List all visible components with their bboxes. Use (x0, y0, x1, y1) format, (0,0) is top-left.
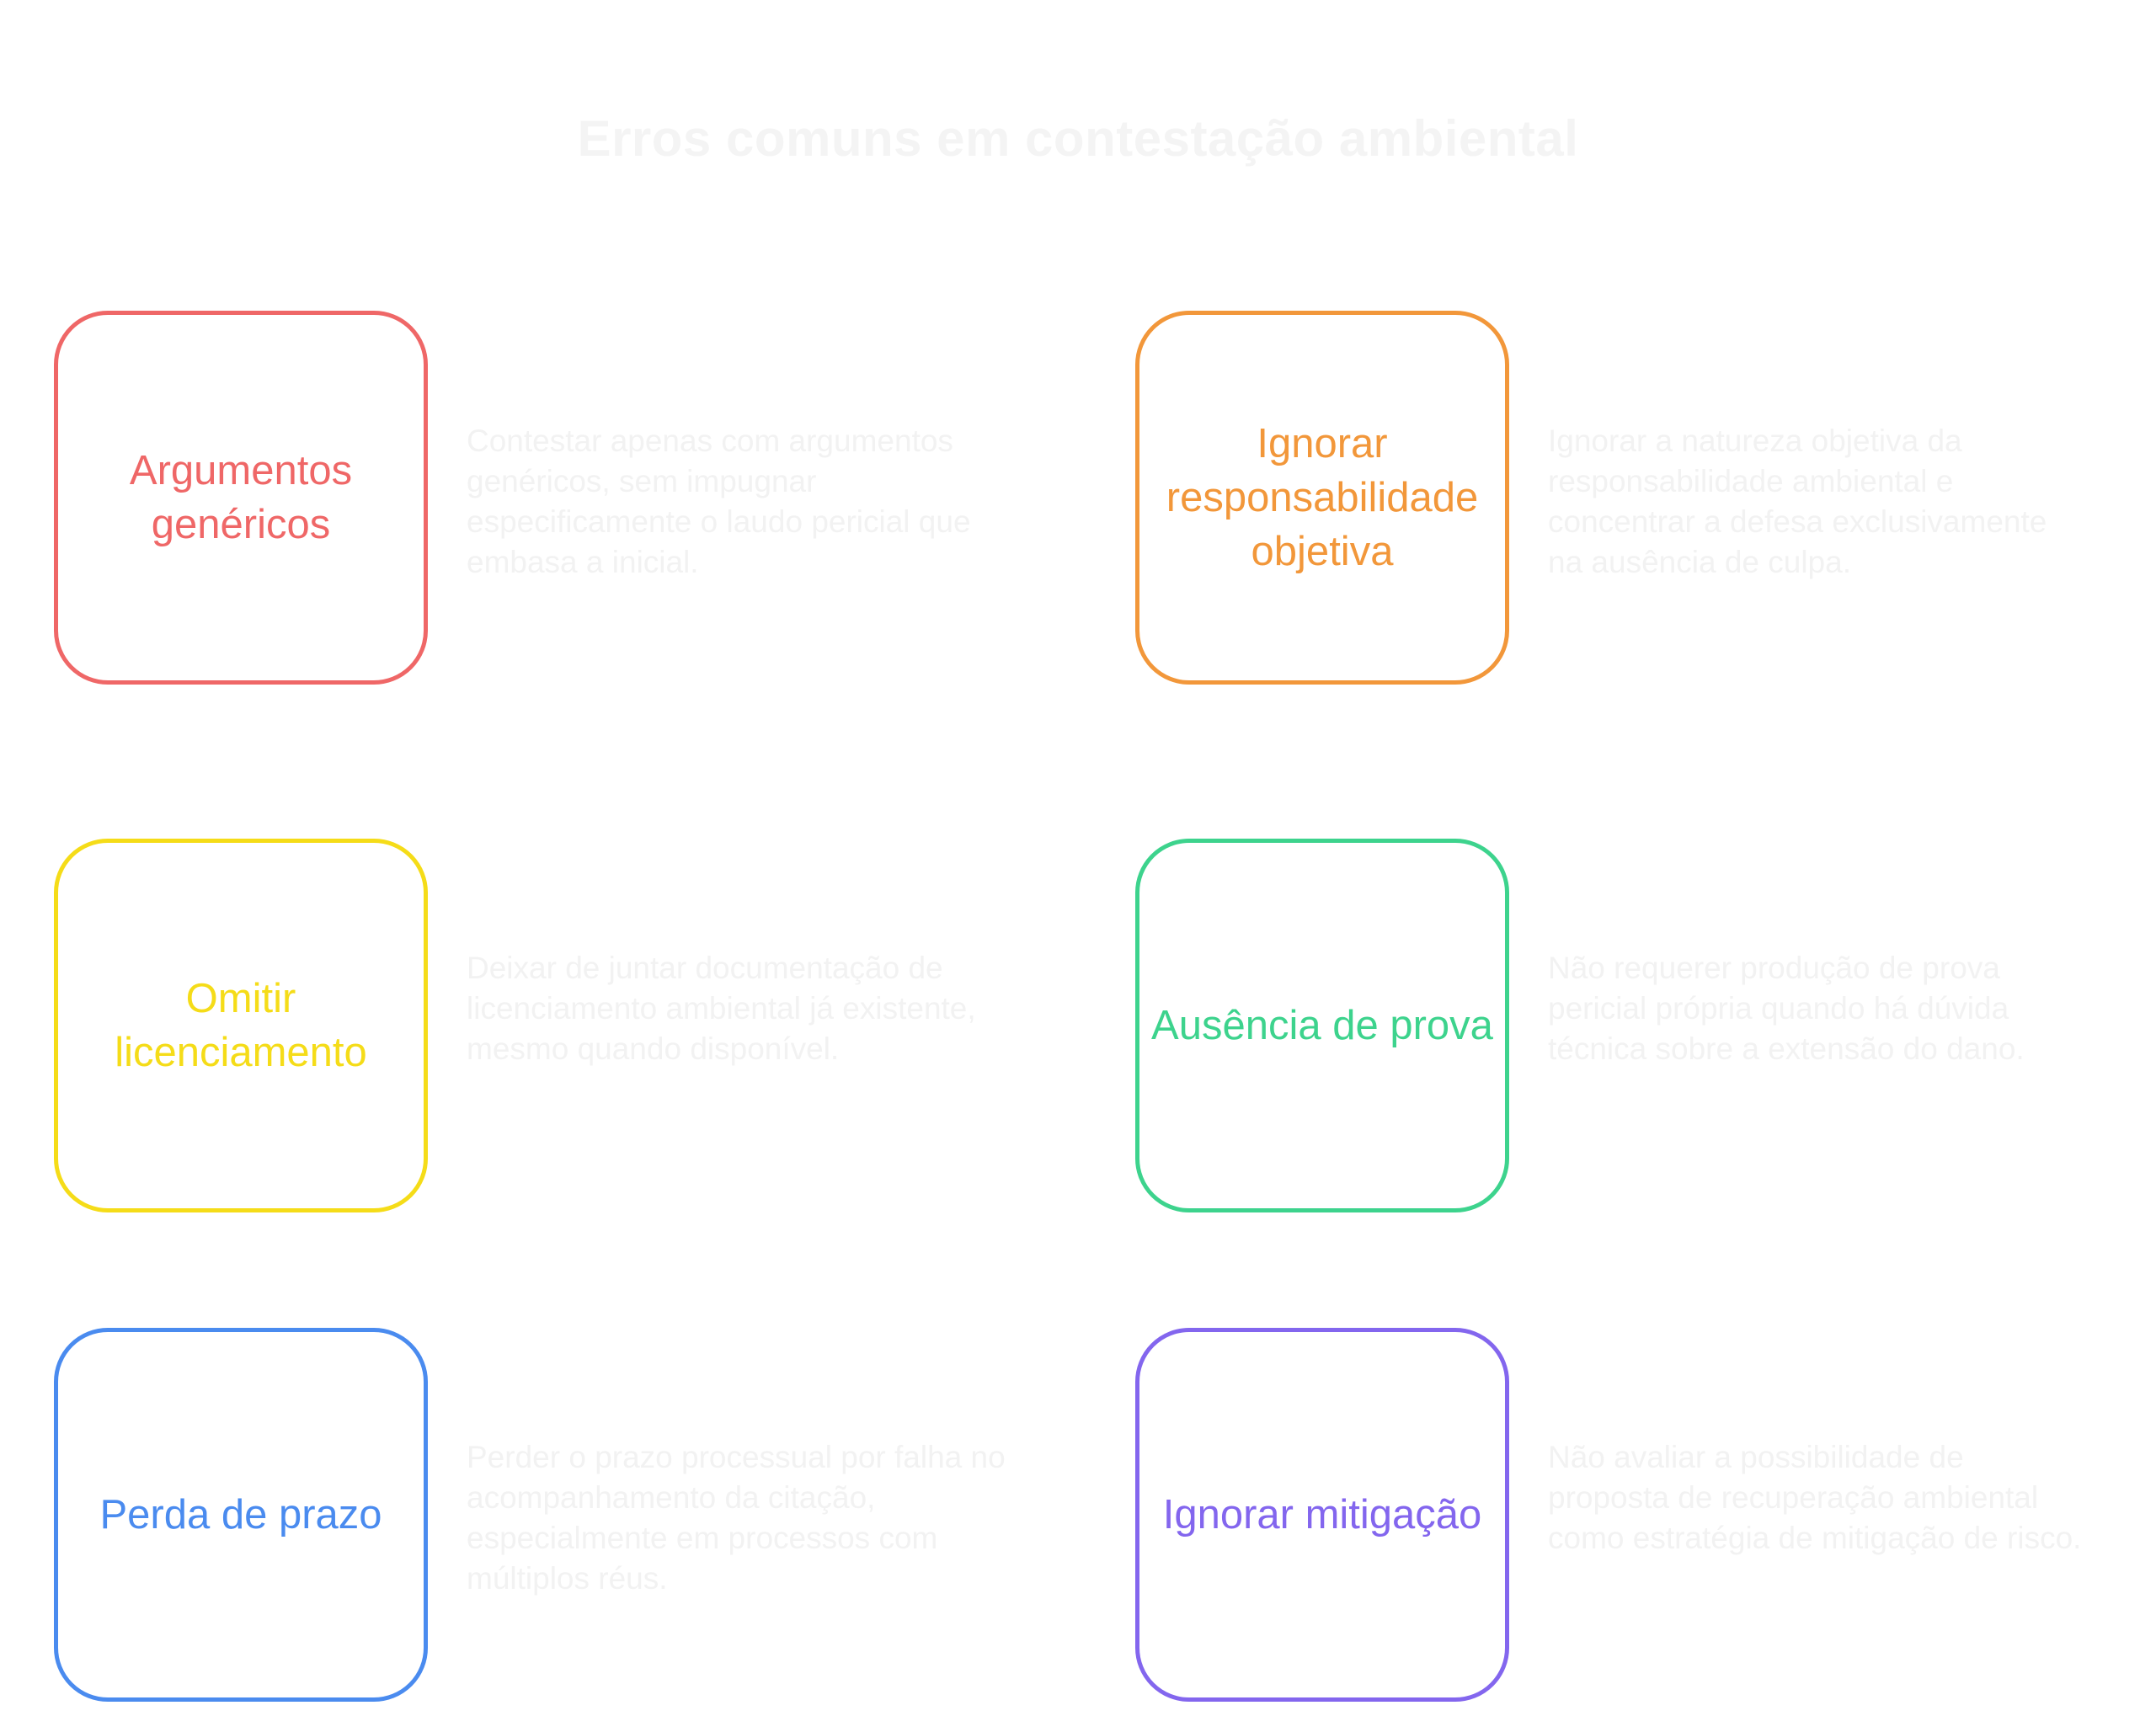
item-description: Deixar de juntar documentação de licenci… (467, 951, 976, 1066)
item-label: Omitir licenciamento (115, 976, 367, 1075)
item-description: Ignorar a natureza objetiva da responsab… (1548, 424, 2047, 579)
item-description: Perder o prazo processual por falha no a… (467, 1440, 1006, 1596)
item-description: Contestar apenas com argumentos genérico… (467, 424, 971, 579)
item-label: Perda de prazo (99, 1492, 382, 1537)
item-box: Ignorar responsabilidade objetiva (1135, 311, 1509, 685)
item-box: Omitir licenciamento (54, 839, 428, 1212)
diagram-title: Erros comuns em contestação ambiental (577, 110, 1579, 167)
item-box: Ausência de prova (1135, 839, 1509, 1212)
item-label: Argumentos genéricos (129, 448, 353, 547)
item-label: Ignorar mitigação (1162, 1492, 1482, 1537)
item-description: Não avaliar a possibilidade de proposta … (1548, 1440, 2082, 1555)
item-box: Argumentos genéricos (54, 311, 428, 685)
item-box: Ignorar mitigação (1135, 1328, 1509, 1702)
item-description: Não requerer produção de prova pericial … (1548, 951, 2025, 1066)
item-label: Ignorar responsabilidade objetiva (1166, 421, 1479, 574)
item-box: Perda de prazo (54, 1328, 428, 1702)
item-label: Ausência de prova (1151, 1003, 1493, 1048)
